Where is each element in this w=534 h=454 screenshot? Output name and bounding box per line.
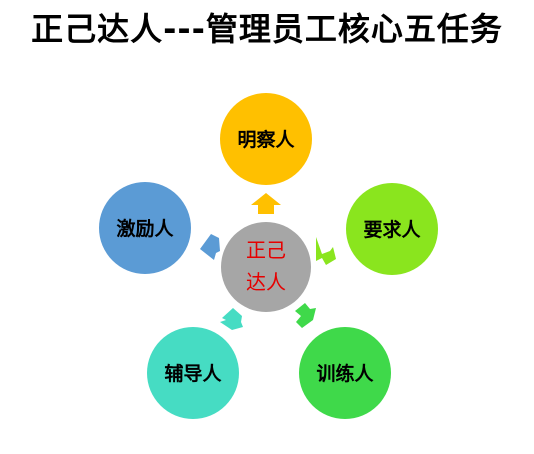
node-bottom-left-label: 辅导人 <box>164 362 222 385</box>
center-label-line2: 达人 <box>246 270 286 294</box>
node-top-label: 明察人 <box>237 128 295 151</box>
node-bottom-left: 辅导人 <box>147 327 239 419</box>
node-left: 激励人 <box>99 182 191 274</box>
node-bottom-left-circle <box>147 327 239 419</box>
node-right-circle <box>346 183 438 275</box>
arrow-up-icon <box>251 193 281 214</box>
arrow-right-icon <box>316 237 336 265</box>
node-right: 要求人 <box>346 183 438 275</box>
node-left-label: 激励人 <box>116 217 174 240</box>
node-bottom-right: 训练人 <box>299 327 391 419</box>
arrow-down-left-icon <box>220 308 243 330</box>
arrow-left-icon <box>200 234 220 260</box>
node-right-label: 要求人 <box>363 218 421 241</box>
center-node: 正己 达人 <box>221 222 311 312</box>
node-left-circle <box>99 182 191 274</box>
arrow-down-right-icon <box>295 303 316 328</box>
center-circle <box>221 222 311 312</box>
node-top-circle <box>220 93 312 185</box>
page-title: 正己达人---管理员工核心五任务 <box>31 10 503 48</box>
center-label-line1: 正己 <box>246 238 286 262</box>
node-bottom-right-circle <box>299 327 391 419</box>
node-bottom-right-label: 训练人 <box>316 362 374 385</box>
node-top: 明察人 <box>220 93 312 185</box>
